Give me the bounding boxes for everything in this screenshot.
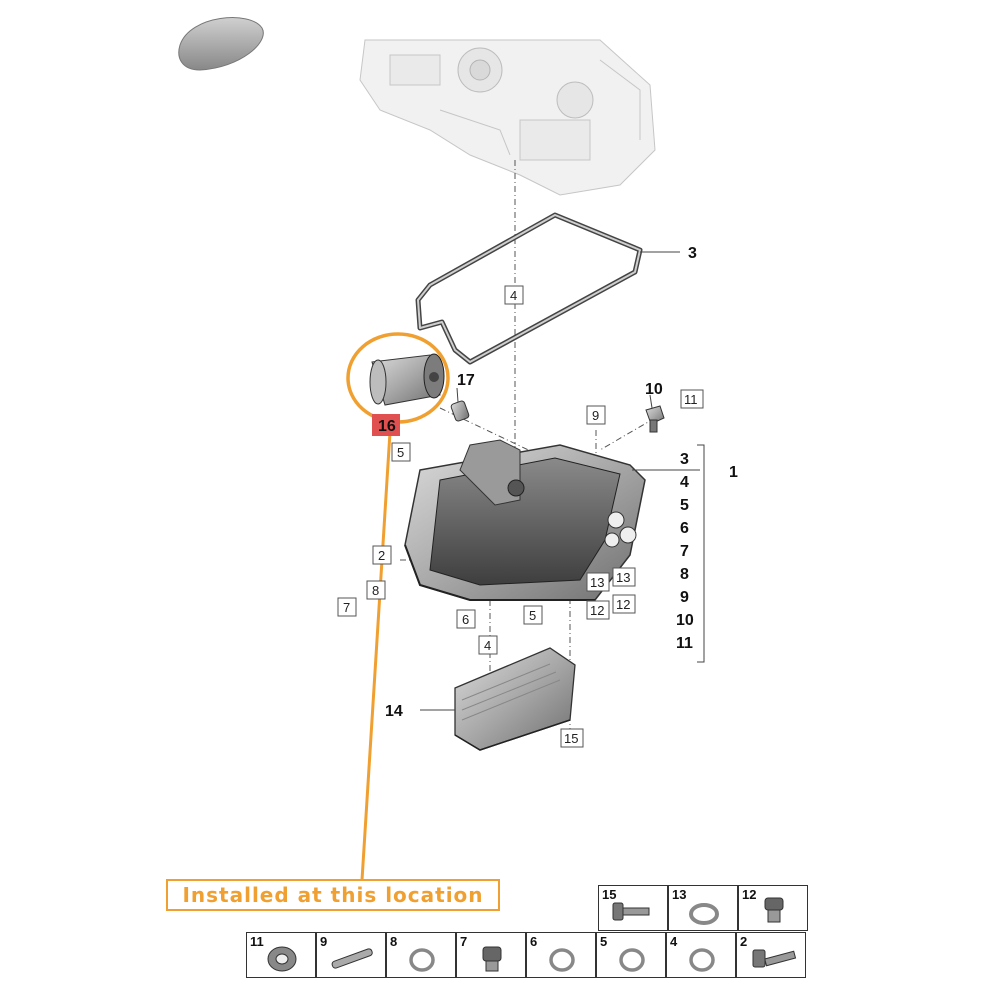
plug-screw-icon [764, 897, 784, 923]
decorative-pebble [178, 17, 264, 71]
seal-ring-icon [689, 903, 719, 925]
boxed-number-7: 7 [337, 597, 357, 617]
parts-table-number: 12 [742, 887, 757, 902]
assembly-centerline [400, 160, 656, 730]
kit-list-item: 11 [676, 635, 693, 652]
kit-list-item: 3 [680, 451, 689, 468]
svg-text:4: 4 [510, 288, 517, 303]
boxed-number-15: 15 [560, 728, 584, 748]
parts-table-number: 2 [740, 934, 748, 949]
svg-text:6: 6 [462, 612, 469, 627]
svg-text:4: 4 [484, 638, 491, 653]
parts-table-number: 4 [670, 934, 678, 949]
svg-text:8: 8 [372, 583, 379, 598]
boxed-number-5a: 5 [391, 442, 411, 462]
parts-table-number: 8 [390, 934, 398, 949]
kit-list-item: 4 [680, 474, 689, 491]
parts-table-number: 13 [672, 887, 687, 902]
kit-list-item: 6 [680, 520, 689, 537]
bolt-flange-icon [612, 902, 650, 921]
svg-text:7: 7 [343, 600, 350, 615]
label-sleeve: 17 [457, 372, 475, 389]
boxed-number-4a: 4 [504, 285, 524, 305]
oil-filter [369, 353, 445, 406]
svg-text:5: 5 [397, 445, 404, 460]
parts-table-cell: 8 [386, 932, 456, 978]
kit-contents-list: 3 4 5 6 7 8 9 10 11 [676, 451, 694, 652]
boxed-number-11: 11 [680, 389, 704, 409]
svg-text:12: 12 [590, 603, 604, 618]
highlight-tag [372, 414, 400, 436]
kit-list-item: 5 [680, 497, 689, 514]
installation-callout: Installed at this location [166, 879, 500, 911]
leader-lines [420, 251, 705, 711]
parts-table-cell: 6 [526, 932, 596, 978]
parts-table-cell: 11 [246, 932, 316, 978]
pin-icon [331, 948, 373, 969]
parts-table-number: 6 [530, 934, 538, 949]
bearing-ring-icon [267, 946, 297, 972]
parts-table-number: 7 [460, 934, 468, 949]
label-sump: 1 [729, 464, 738, 481]
highlight-tag-number: 16 [378, 418, 396, 435]
boxed-number-12b: 12 [612, 594, 636, 614]
boxed-number-12a: 12 [586, 600, 610, 620]
parts-table-number: 15 [602, 887, 617, 902]
o-ring-icon [549, 948, 575, 972]
parts-table-cell: 7 [456, 932, 526, 978]
parts-table-cell: 4 [666, 932, 736, 978]
bolt-part-10 [645, 405, 665, 433]
parts-table-cell: 15 [598, 885, 668, 931]
kit-list-item: 10 [676, 612, 694, 629]
kit-list-item: 7 [680, 543, 689, 560]
o-ring-icon [409, 948, 435, 972]
parts-table-cell: 9 [316, 932, 386, 978]
svg-text:13: 13 [616, 570, 630, 585]
label-gasket: 3 [688, 245, 697, 262]
boxed-number-9: 9 [586, 405, 606, 425]
parts-table-number: 9 [320, 934, 328, 949]
label-bolt-10: 10 [645, 381, 663, 398]
parts-table-cell: 5 [596, 932, 666, 978]
boxed-number-5b: 5 [523, 605, 543, 625]
boxed-number-13b: 13 [612, 567, 636, 587]
boxed-number-4b: 4 [478, 635, 498, 655]
svg-text:15: 15 [564, 731, 578, 746]
o-ring-icon [689, 948, 715, 972]
parts-table-cell: 2 [736, 932, 806, 978]
svg-text:11: 11 [684, 392, 698, 407]
bolt-icon [752, 949, 797, 968]
engine-block [359, 39, 656, 196]
callout-leader-line [360, 431, 392, 881]
parts-table-cell: 13 [668, 885, 738, 931]
sleeve-part-17 [450, 400, 470, 422]
boxed-number-8: 8 [366, 580, 386, 600]
kit-list-item: 8 [680, 566, 689, 583]
svg-text:13: 13 [590, 575, 604, 590]
parts-table-cell: 12 [738, 885, 808, 931]
kit-list-item: 9 [680, 589, 689, 606]
oil-sump [404, 439, 646, 601]
oil-pan-gasket [415, 212, 643, 365]
boxed-number-2: 2 [372, 545, 392, 565]
oil-cooler [454, 647, 576, 751]
parts-table-number: 5 [600, 934, 608, 949]
svg-text:12: 12 [616, 597, 630, 612]
label-cooler: 14 [385, 703, 403, 720]
svg-text:2: 2 [378, 548, 385, 563]
hex-plug-icon [482, 946, 502, 972]
svg-text:9: 9 [592, 408, 599, 423]
parts-table-number: 11 [250, 934, 264, 949]
svg-text:5: 5 [529, 608, 536, 623]
boxed-number-13a: 13 [586, 572, 610, 592]
boxed-number-6: 6 [456, 609, 476, 629]
o-ring-icon [619, 948, 645, 972]
